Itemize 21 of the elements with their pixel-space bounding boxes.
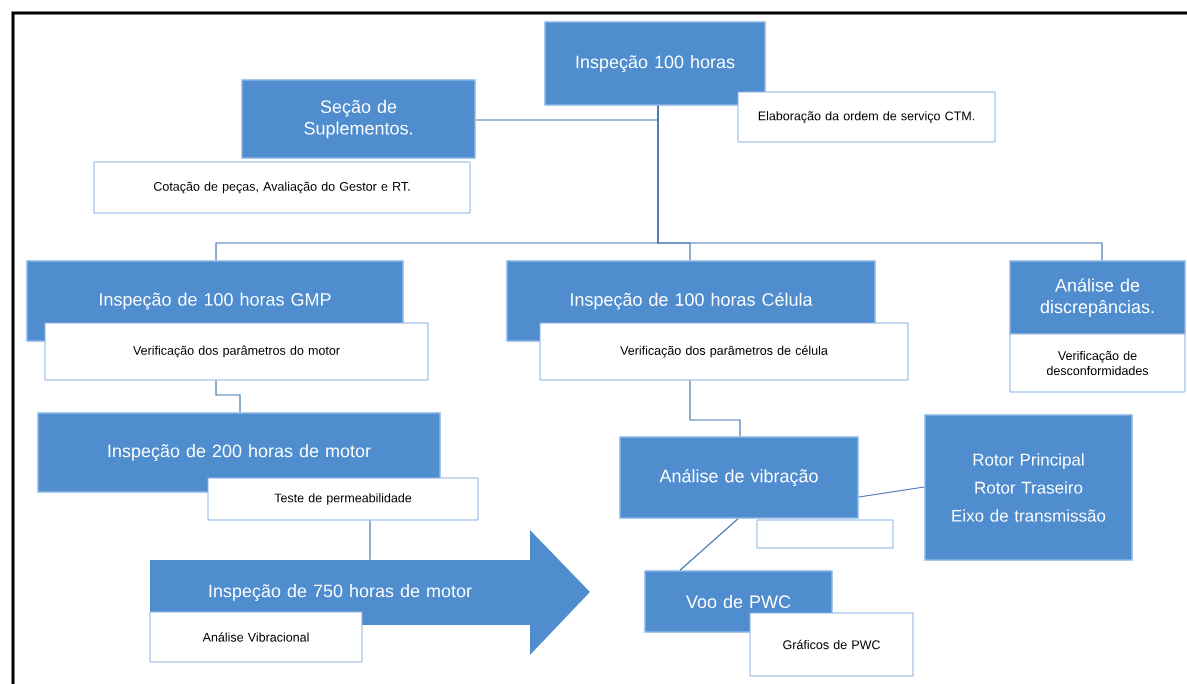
connector-line [858, 486, 925, 498]
note-box: Verificação de desconformidades [1009, 333, 1186, 393]
note-box: Elaboração da ordem de serviço CTM. [737, 91, 996, 143]
note-box: Verificação dos parâmetros do motor [44, 322, 429, 381]
note-box: Teste de permeabilidade [207, 477, 479, 521]
connector-line [369, 519, 371, 561]
note-box: Verificação dos parâmetros de célula [539, 322, 909, 381]
note-box: Gráficos de PWC [749, 612, 914, 677]
connector-line [657, 105, 1103, 261]
connector-line [215, 379, 241, 413]
process-box: Seção de Suplementos. [241, 79, 476, 159]
process-box: Inspeção de 200 horas de motor [37, 412, 441, 493]
process-box: Análise de discrepâncias. [1009, 260, 1186, 335]
process-box: Inspeção 100 horas [544, 21, 766, 106]
connector-line [689, 379, 741, 437]
note-box: Cotação de peças, Avaliação do Gestor e RT. [93, 161, 471, 214]
note-box: Análise Vibracional [149, 611, 363, 663]
note-box [756, 519, 894, 549]
connector-line [679, 518, 739, 571]
process-box: Análise de vibração [619, 436, 859, 519]
process-box: Rotor Principal Rotor Traseiro Eixo de transmissão [924, 414, 1133, 561]
